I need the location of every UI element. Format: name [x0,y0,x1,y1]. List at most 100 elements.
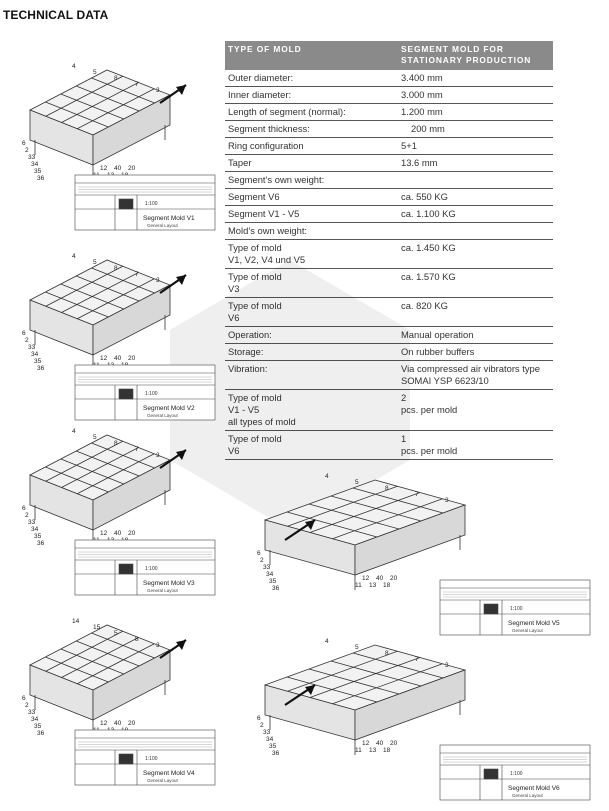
drawing-title-block [74,729,216,786]
callout-number: 40 [114,165,122,172]
callout-number: 35 [34,723,42,730]
callout-number: 12 [100,355,108,362]
table-header-row: TYPE OF MOLD SEGMENT MOLD FOR STATIONARY… [225,41,553,70]
drawing-caption: Segment Mold V1 [143,215,195,222]
direction-arrow-icon [284,684,316,706]
direction-arrow-icon [159,639,187,659]
row-value: 2pcs. per mold [398,389,553,431]
callout-number: 3 [445,662,449,669]
row-label: Taper [225,154,398,172]
callout-number: 35 [34,533,42,540]
row-label: Segment V1 - V5 [225,205,398,223]
callout-number: 33 [28,344,36,351]
callout-number: 2 [25,337,29,344]
header-segment-mold: SEGMENT MOLD FOR STATIONARY PRODUCTION [398,41,553,70]
callout-number: 35 [269,578,277,585]
table-row: Operation:Manual operation [225,326,553,344]
table-row: Segment’s own weight: [225,171,553,189]
callout-number: 3 [156,452,160,459]
callout-number: 20 [128,530,136,537]
callout-number: 4 [325,638,329,645]
header-type-of-mold: TYPE OF MOLD [225,41,398,70]
callout-number: 3 [156,642,160,649]
row-label: Segment thickness: [225,120,398,138]
callout-number: 7 [415,491,419,498]
row-label: Outer diameter: [225,70,398,87]
row-label: Segment V6 [225,188,398,206]
direction-arrow-icon [159,274,187,294]
row-value: Manual operation [398,326,553,344]
mold-body [29,434,171,545]
table-row: Type of moldV61pcs. per mold [225,430,553,460]
callout-number: 34 [31,161,39,168]
callout-number: 36 [37,540,45,547]
table-row: Vibration:Via compressed air vibrators t… [225,360,553,390]
drawing-caption: Segment Mold V6 [508,785,560,792]
mold-body [29,69,171,180]
row-value: ca. 1.570 KG [398,268,553,298]
callout-number: 11 [355,747,362,754]
row-value: ca. 1.450 KG [398,239,553,269]
table-row: Segment thickness:200 mm [225,120,553,138]
drawing-subcaption: General Layout [147,588,179,593]
callout-number: 3 [445,497,449,504]
drawing-caption: Segment Mold V5 [508,620,560,627]
callout-number: 6 [257,715,261,722]
row-value [398,222,553,240]
row-label: Segment’s own weight: [225,171,398,189]
callout-number: 7 [415,656,419,663]
row-label: Vibration: [225,360,398,390]
callout-number: 4 [72,428,76,435]
callout-number: 7 [135,446,139,453]
row-value: 200 mm [398,120,553,138]
callout-number: 8 [114,265,118,272]
drawing-caption: Segment Mold V4 [143,770,195,777]
drawing-subcaption: General Layout [147,778,179,783]
row-value: 13.6 mm [398,154,553,172]
row-value: 1.200 mm [398,103,553,121]
callout-number: 36 [37,365,45,372]
callout-number: 4 [72,63,76,70]
drawing-caption: Segment Mold V3 [143,580,195,587]
mold-body [29,624,171,735]
table-row: Storage:On rubber buffers [225,343,553,361]
callout-number: 33 [263,564,271,571]
callout-number: 5 [114,630,118,637]
callout-number: 40 [114,720,122,727]
mold-body [263,644,467,755]
callout-number: 8 [385,485,389,492]
callout-number: 34 [31,351,39,358]
callout-number: 20 [128,165,136,172]
callout-number: 34 [31,716,39,723]
row-label: Inner diameter: [225,86,398,104]
row-label: Length of segment (normal): [225,103,398,121]
table-row: Type of moldV6ca. 820 KG [225,297,553,327]
drawing-title-block [439,579,591,636]
callout-number: 40 [114,530,122,537]
drawing-subcaption: General Layout [147,413,179,418]
direction-arrow-icon [159,84,187,104]
callout-number: 11 [355,582,362,589]
callout-number: 15 [93,624,101,631]
callout-number: 5 [93,259,97,266]
callout-number: 4 [72,253,76,260]
callout-number: 6 [22,695,26,702]
drawing-subcaption: General Layout [512,628,544,633]
callout-number: 2 [25,512,29,519]
callout-number: 12 [100,720,108,727]
direction-arrow-icon [159,449,187,469]
drawing-caption: Segment Mold V2 [143,405,195,412]
